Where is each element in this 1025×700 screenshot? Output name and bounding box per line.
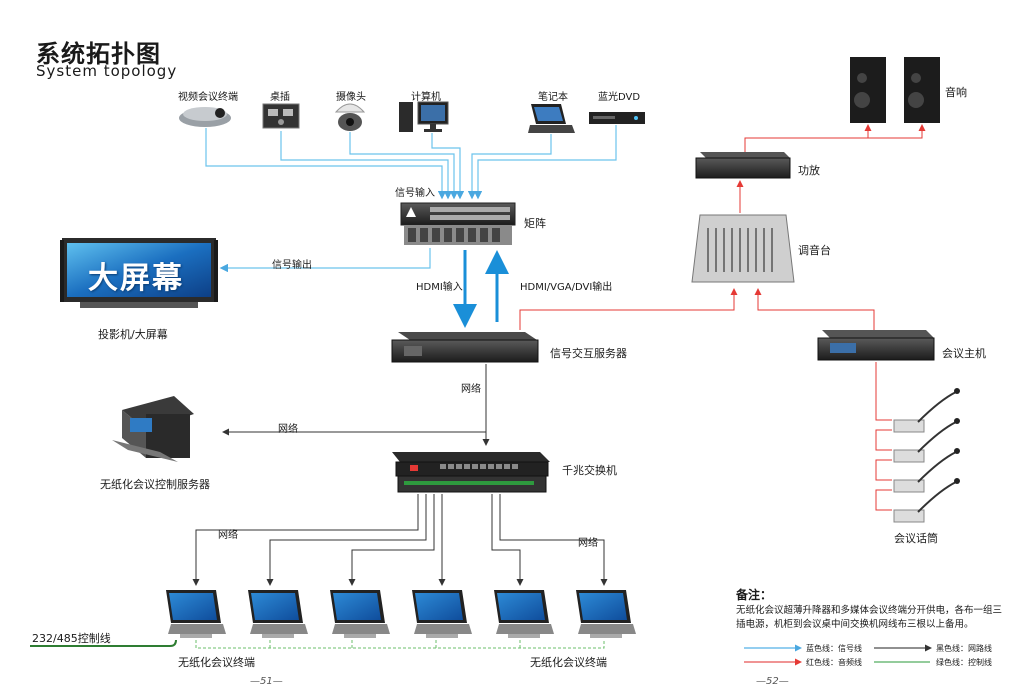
speakers-label: 音响 [945,86,967,99]
desktop-computer-icon [399,101,449,132]
mixer-label: 调音台 [798,244,831,257]
control-server-network-label: 网络 [278,424,298,435]
input-label-conference-terminal: 视频会议终端 [178,92,238,103]
conference-terminal-icon [179,107,231,127]
conference-microphones [893,388,960,523]
legend-network: 黑色线：网路线 [936,644,992,653]
amplifier-label: 功放 [798,164,820,177]
control-line-label: 232/485控制线 [32,632,111,645]
big-screen-label: 投影机/大屏幕 [98,328,168,341]
terminal-laptop-1 [166,590,226,638]
matrix-label: 矩阵 [524,217,546,230]
gigabit-switch-device [392,452,550,493]
input-label-computer: 计算机 [411,92,441,103]
terminals-label-left: 无纸化会议终端 [178,656,255,669]
signal-output-label: 信号输出 [272,260,312,271]
input-label-laptop: 笔记本 [538,92,568,103]
terminals-label-right: 无纸化会议终端 [530,656,607,669]
switch-label: 千兆交换机 [562,464,617,477]
legend-lines [744,644,932,666]
signal-server-label: 信号交互服务器 [550,347,627,360]
conference-host-label: 会议主机 [942,347,986,360]
matrix-device [400,202,516,245]
terminal-laptop-3 [330,590,390,638]
server-network-label: 网络 [461,384,481,395]
dvd-player-icon [589,112,645,124]
page-title: 系统拓扑图 [36,40,161,68]
hdmi-output-label: HDMI/VGA/DVI输出 [520,282,613,293]
control-server-icon [112,396,194,462]
notes-text: 无纸化会议超薄升降器和多媒体会议终端分开供电，各布一组三插电源，机柜到会议桌中间… [736,605,1003,630]
terminal-laptop-5 [494,590,554,638]
page-subtitle: System topology [36,62,178,80]
terminal-laptops [166,590,636,638]
terminal-network-label-left: 网络 [218,530,238,541]
legend-signal: 蓝色线：信号线 [806,644,862,653]
laptop-icon [528,104,575,133]
dome-camera-icon [334,103,366,131]
input-label-dvd: 蓝光DVD [598,92,641,103]
big-screen-icon [60,238,218,308]
mixer-device [691,214,795,283]
page-number-right: —52— [756,676,789,687]
legend-audio: 红色线：音频线 [806,658,862,667]
table-socket-icon [262,103,300,129]
hdmi-input-label: HDMI输入 [416,282,463,293]
big-screen-text: 大屏幕 [88,261,184,296]
control-server-label: 无纸化会议控制服务器 [100,478,210,491]
terminal-laptop-2 [248,590,308,638]
input-label-table-socket: 桌插 [270,92,290,103]
signal-server-device [391,332,539,363]
legend-control: 绿色线：控制线 [936,658,992,667]
amplifier-device [695,152,791,179]
microphone-label: 会议话筒 [894,532,938,545]
input-label-camera: 摄像头 [336,92,366,103]
terminal-network-label-right: 网络 [578,538,598,549]
page-number-left: —51— [250,676,283,687]
signal-input-label: 信号输入 [395,188,435,199]
terminal-laptop-4 [412,590,472,638]
terminal-laptop-6 [576,590,636,638]
notes-title: 备注： [736,588,773,602]
conference-host-device [817,330,935,361]
speaker-icons [850,57,940,123]
